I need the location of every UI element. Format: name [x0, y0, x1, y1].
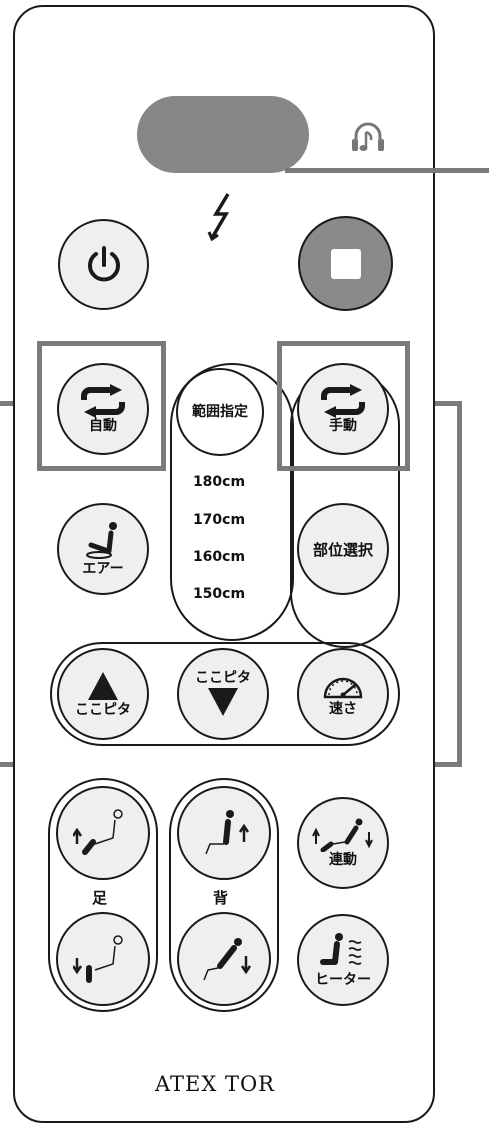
triangle-down-icon [208, 688, 238, 716]
brand-logo-text: ATEX TOR [154, 1072, 275, 1096]
speedometer-icon [323, 677, 363, 699]
callout-line-manual-h [408, 401, 462, 406]
auto-button[interactable]: 自動 [57, 363, 149, 455]
speed-label: 速さ [329, 701, 357, 717]
foot-up-icon [73, 809, 123, 855]
air-button[interactable]: エアー [57, 503, 149, 595]
manual-label: 手動 [329, 418, 357, 434]
seat-air-icon [86, 522, 117, 559]
foot-down-icon [73, 935, 123, 983]
fit-up-button[interactable]: ここピタ [57, 648, 149, 740]
callout-line-lcd-inner [285, 168, 435, 173]
part-select-label: 部位選択 [312, 540, 373, 559]
air-label: エアー [82, 561, 124, 577]
height-160: 160cm [192, 549, 246, 565]
power-icon [87, 245, 120, 281]
back-group-label: 背 [213, 889, 229, 907]
foot-up-button[interactable] [56, 786, 150, 880]
foot-group-label: 足 [92, 889, 108, 907]
fit-down-label: ここピタ [195, 670, 251, 686]
cycle-arrows-icon [321, 384, 365, 418]
back-up-icon [205, 810, 250, 855]
heater-label: ヒーター [315, 972, 371, 988]
stop-button[interactable] [298, 216, 393, 311]
range-label: 範囲指定 [192, 404, 248, 420]
range-height-pill [170, 363, 294, 641]
fit-down-button[interactable]: ここピタ [177, 648, 269, 740]
recline-linked-icon [312, 818, 373, 852]
back-down-button[interactable] [177, 912, 271, 1006]
stop-icon [330, 248, 361, 279]
heater-button[interactable]: ヒーター [297, 914, 389, 1006]
height-180: 180cm [192, 474, 246, 490]
manual-button[interactable]: 手動 [297, 363, 389, 455]
fit-up-label: ここピタ [75, 702, 131, 718]
lcd-display [137, 96, 309, 173]
back-up-button[interactable] [177, 786, 271, 880]
highlight-auto [37, 341, 166, 471]
highlight-manual [277, 341, 410, 471]
callout-line-manual-v [457, 401, 462, 767]
bottom-row-pill [50, 642, 400, 746]
headphone-icon [348, 118, 388, 158]
height-170: 170cm [192, 512, 246, 528]
cycle-arrows-icon [81, 384, 125, 418]
range-button[interactable]: 範囲指定 [176, 368, 264, 456]
speed-button[interactable]: 速さ [297, 648, 389, 740]
lightning-icon [204, 192, 240, 244]
linked-label: 連動 [329, 852, 357, 868]
heater-icon [320, 933, 362, 965]
power-button[interactable] [58, 219, 149, 310]
back-pill [169, 778, 279, 1012]
part-select-button[interactable]: 部位選択 [297, 503, 389, 595]
foot-pill [48, 778, 158, 1012]
foot-down-button[interactable] [56, 912, 150, 1006]
linked-button[interactable]: 連動 [297, 797, 389, 889]
triangle-up-icon [88, 672, 118, 700]
back-down-icon [203, 938, 252, 981]
auto-label: 自動 [89, 418, 117, 434]
height-150: 150cm [192, 586, 246, 602]
